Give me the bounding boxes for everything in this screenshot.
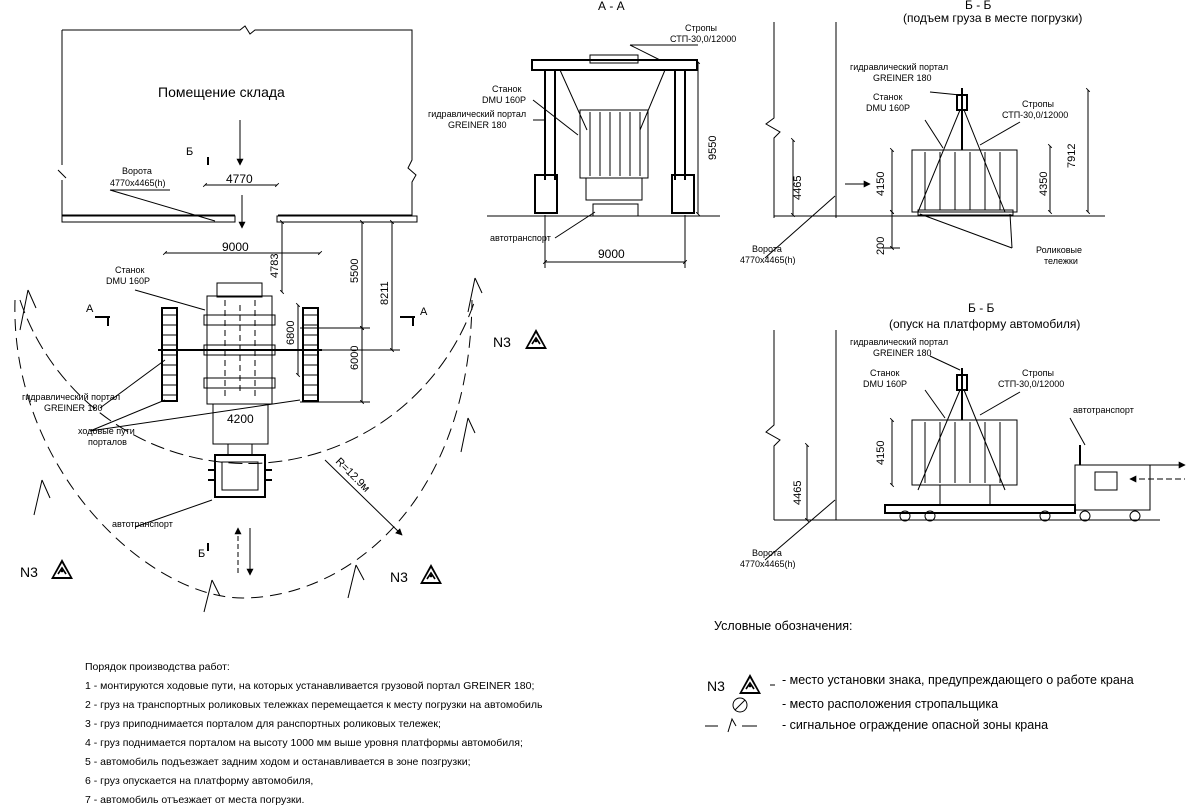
bb1-subtitle: (подъем груза в месте погрузки) <box>903 11 1082 25</box>
dim-4770: 4770 <box>226 172 253 186</box>
bb2-dim-4465: 4465 <box>792 481 804 505</box>
aa-machine-2: DMU 160P <box>482 95 526 105</box>
n3-label-1: N3 <box>493 334 511 350</box>
gate-size: 4770x4465(h) <box>110 178 166 188</box>
bb2-machine-2: DMU 160P <box>863 379 907 389</box>
aa-machine-1: Станок <box>492 84 522 94</box>
aa-portal-2: GREINER 180 <box>448 120 507 130</box>
bb1-gate-2: 4770x4465(h) <box>740 255 796 265</box>
machine-load <box>203 282 276 445</box>
bb1-gate-1: Ворота <box>752 244 782 254</box>
drawing-labels: Помещение склада Б Ворота 4770x4465(h) 4… <box>20 0 1134 694</box>
aa-slings-1: Стропы <box>685 23 717 33</box>
aa-title: А - А <box>598 0 625 13</box>
legend-item-slinger: - место расположения стропальщика <box>782 697 999 711</box>
warehouse-wall-right <box>62 25 417 216</box>
aa-dim-9000: 9000 <box>598 247 625 261</box>
truck-label: автотранспорт <box>112 519 173 529</box>
wall-segment-left <box>61 215 236 223</box>
bb2-gate-1: Ворота <box>752 548 782 558</box>
dim-6800: 6800 <box>285 321 297 345</box>
legend-n3: N3 <box>707 678 725 694</box>
bb2-title: Б - Б <box>968 301 995 315</box>
legend-title: Условные обозначения: <box>714 619 853 633</box>
truck-plan <box>208 443 272 498</box>
machine-label-1: Станок <box>115 265 145 275</box>
procedure-step: 2 - груз на транспортных роликовых тележ… <box>85 699 543 711</box>
plan-view <box>14 25 548 613</box>
portal-label-2: GREINER 180 <box>44 403 103 413</box>
bb1-portal-1: гидравлический портал <box>850 62 948 72</box>
procedure-block: Порядок производства работ: 1 - монтирую… <box>85 658 542 810</box>
bb2-machine-1: Станок <box>870 368 900 378</box>
warehouse-wall-left <box>57 30 235 216</box>
legend-item-fence: - сигнальное ограждение опасной зоны кра… <box>782 718 1049 732</box>
bb1-dim-4465: 4465 <box>792 176 804 200</box>
bb2-dim-4150: 4150 <box>875 441 887 465</box>
aa-portal-1: гидравлический портал <box>428 109 526 119</box>
section-a-right: А <box>420 306 428 318</box>
section-bb-top <box>764 22 1105 259</box>
aa-truck: автотранспорт <box>490 233 551 243</box>
aa-slings-2: СТП-30,0/12000 <box>670 34 736 44</box>
bb1-portal-2: GREINER 180 <box>873 73 932 83</box>
bb1-title: Б - Б <box>965 0 992 12</box>
procedure-step: 5 - автомобиль подъезжает задним ходом и… <box>85 756 471 768</box>
dim-6000: 6000 <box>349 346 361 370</box>
danger-zone-arc <box>19 299 476 464</box>
fence-marker <box>19 277 483 613</box>
bb2-slings-2: СТП-30,0/12000 <box>998 379 1064 389</box>
section-b-bottom: Б <box>198 548 205 560</box>
aa-dim-9550: 9550 <box>707 136 719 160</box>
portal-label-1: гидравлический портал <box>22 392 120 402</box>
dim-4200: 4200 <box>227 412 254 426</box>
bb2-portal-1: гидравлический портал <box>850 337 948 347</box>
bb1-slings-2: СТП-30,0/12000 <box>1002 110 1068 120</box>
bb1-rollers-2: тележки <box>1044 256 1078 266</box>
bb2-truck: автотранспорт <box>1073 405 1134 415</box>
dim-9000: 9000 <box>222 240 249 254</box>
bb1-dim-7912: 7912 <box>1066 144 1078 168</box>
bb1-dim-4350: 4350 <box>1038 172 1050 196</box>
bb1-dim-4150: 4150 <box>875 172 887 196</box>
procedure-step: 3 - груз приподнимается порталом для ран… <box>85 718 441 730</box>
wall-segment-right <box>276 215 418 223</box>
procedure-step: 4 - груз поднимается порталом на высоту … <box>85 737 523 749</box>
room-label: Помещение склада <box>158 84 285 100</box>
radius-label: R=12.9м <box>333 456 372 495</box>
procedure-step: 6 - груз опускается на платформу автомоб… <box>85 775 314 787</box>
section-aa <box>487 44 720 268</box>
bb2-slings-1: Стропы <box>1022 368 1054 378</box>
n3-label-3: N3 <box>390 569 408 585</box>
procedure-step: 7 - автомобиль отъезжает от места погруз… <box>85 794 305 806</box>
procedure-title: Порядок производства работ: <box>85 661 230 673</box>
tracks-label-1: ходовые пути <box>78 426 135 436</box>
drawing-canvas: Помещение склада Б Ворота 4770x4465(h) 4… <box>14 0 1186 733</box>
n3-label-2: N3 <box>20 564 38 580</box>
bb2-gate-2: 4770x4465(h) <box>740 559 796 569</box>
machine-label-2: DMU 160P <box>106 276 150 286</box>
bb1-rollers-1: Роликовые <box>1036 245 1082 255</box>
bb1-slings-1: Стропы <box>1022 99 1054 109</box>
bb1-machine-1: Станок <box>873 92 903 102</box>
bb1-dim-200: 200 <box>875 237 887 255</box>
gate-label: Ворота <box>122 166 152 176</box>
dim-4783: 4783 <box>269 254 281 278</box>
section-a-left: А <box>86 303 94 315</box>
tracks-label-2: порталов <box>88 437 127 447</box>
bb1-machine-2: DMU 160P <box>866 103 910 113</box>
section-bb-bottom <box>764 330 1186 561</box>
legend-symbols <box>705 673 775 733</box>
bb2-portal-2: GREINER 180 <box>873 348 932 358</box>
dim-8211: 8211 <box>379 281 391 305</box>
dim-5500: 5500 <box>349 259 361 283</box>
section-b-top: Б <box>186 146 193 158</box>
procedure-step: 1 - монтируются ходовые пути, на которых… <box>85 680 535 692</box>
bb2-subtitle: (опуск на платформу автомобиля) <box>889 317 1080 331</box>
legend-item-crane-sign: - место установки знака, предупреждающег… <box>782 673 1134 687</box>
